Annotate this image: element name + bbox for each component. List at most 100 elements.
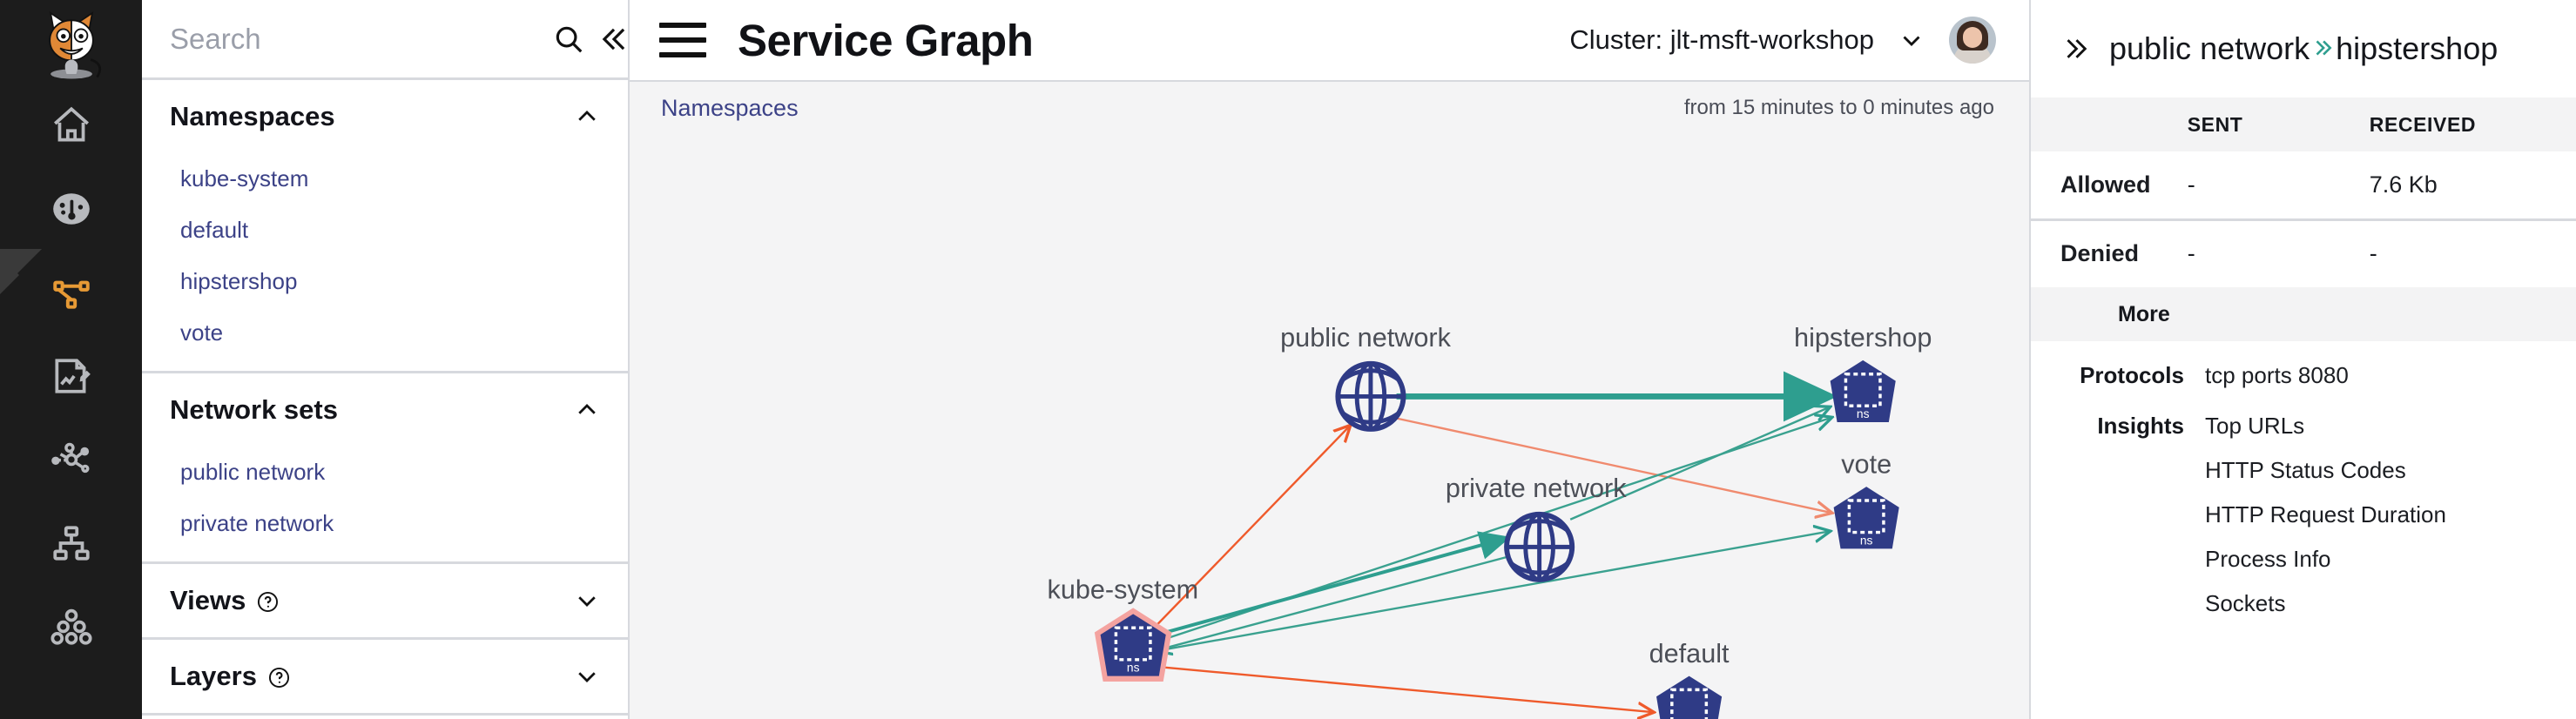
filter-panel: Namespaces kube-system default hipstersh… [142, 0, 630, 719]
search-input[interactable] [170, 22, 540, 56]
edge-kube-system-public-network [1136, 427, 1349, 647]
cell-allowed-received: 7.6 Kb [2369, 171, 2438, 198]
node-label: vote [1841, 449, 1892, 479]
section-title: Network sets [170, 394, 338, 425]
graph-nodes: public network private network kube-syst… [1048, 323, 1932, 719]
search-icon[interactable] [552, 23, 585, 56]
section-title: Namespaces [170, 101, 335, 131]
cell-denied-sent: - [2187, 240, 2195, 267]
sidebar-item-policies[interactable] [0, 334, 142, 418]
more-row-insights: Insights Top URLs HTTP Status Codes HTTP… [2031, 413, 2576, 635]
divider [142, 371, 628, 373]
node-label: public network [1280, 323, 1451, 353]
detail-source-label[interactable]: public network [2109, 30, 2310, 66]
cluster-selector-label[interactable]: Cluster: jlt-msft-workshop [1569, 24, 1874, 55]
graph-node-kube-system: kube-system [1048, 575, 1199, 682]
insight-link-process-info[interactable]: Process Info [2205, 546, 2331, 572]
list-item[interactable]: kube-system [180, 165, 309, 192]
calico-cat-logo[interactable] [31, 3, 111, 84]
policies-edit-icon [54, 359, 91, 393]
sidebar-item-cluster-mesh[interactable] [0, 585, 142, 669]
edge-private-network-hipstershop [1569, 407, 1828, 521]
sidebar-item-service-graph[interactable] [0, 249, 142, 334]
sidebar-item-home[interactable] [0, 84, 142, 167]
chevron-down-icon[interactable] [574, 663, 600, 689]
edge-public-network-vote [1394, 416, 1831, 513]
cell-allowed-sent: - [2187, 171, 2195, 198]
edge-kube-system-vote [1160, 532, 1829, 652]
more-values-insights: Top URLs HTTP Status Codes HTTP Request … [2205, 413, 2446, 635]
service-graph[interactable]: ns [630, 134, 2029, 719]
service-graph-icon [52, 280, 90, 309]
chevron-up-icon[interactable] [574, 397, 600, 423]
sidebar-item-network-nodes[interactable] [0, 418, 142, 501]
active-indicator [0, 249, 42, 291]
graph-node-vote: vote [1831, 449, 1901, 551]
hierarchy-icon [52, 526, 90, 561]
insight-link-sockets[interactable]: Sockets [2205, 590, 2286, 616]
chevron-double-left-icon[interactable] [597, 23, 631, 56]
node-label: private network [1446, 474, 1627, 503]
hamburger-menu-icon[interactable] [659, 23, 706, 57]
page-title: Service Graph [738, 15, 1034, 65]
breadcrumb[interactable]: Namespaces [661, 94, 799, 121]
edge-kube-system-default [1163, 666, 1652, 712]
more-section-body: Protocols tcp ports 8080 Insights Top UR… [2031, 341, 2576, 635]
list-item[interactable]: hipstershop [180, 268, 298, 294]
chevron-down-icon[interactable] [574, 588, 600, 614]
section-body-namespaces: kube-system default hipstershop vote [142, 153, 628, 371]
graph-canvas-wrap: Namespaces from 15 minutes to 0 minutes … [630, 80, 2029, 719]
search-row [142, 0, 628, 80]
detail-panel: public network hipstershop SENT RECEIVED [2029, 0, 2576, 719]
sidebar-item-dashboard[interactable] [0, 167, 142, 251]
header-right: Cluster: jlt-msft-workshop [1569, 17, 1996, 64]
section-title: Layers [170, 661, 291, 692]
detail-target-label[interactable]: hipstershop [2336, 30, 2498, 66]
section-title-label: Layers [170, 661, 257, 691]
avatar[interactable] [1949, 17, 1996, 64]
cluster-mesh-icon [50, 608, 92, 645]
header-left: Service Graph [659, 15, 1034, 66]
section-title-label: Views [170, 585, 246, 615]
row-label-allowed: Allowed [2060, 171, 2151, 198]
chevron-double-right-icon[interactable] [2060, 34, 2090, 64]
node-label: kube-system [1048, 575, 1199, 605]
traffic-table: SENT RECEIVED Allowed - 7.6 Kb Denied - … [2031, 97, 2576, 287]
divider [142, 637, 628, 640]
detail-header: public network hipstershop [2031, 0, 2576, 97]
primary-nav-rail [0, 0, 142, 719]
section-header-namespaces[interactable]: Namespaces [142, 80, 628, 153]
more-section-header[interactable]: More [2031, 287, 2576, 341]
divider [142, 713, 628, 716]
sidebar-item-hierarchy[interactable] [0, 501, 142, 585]
list-item[interactable]: private network [180, 510, 334, 536]
chevron-down-icon[interactable] [1897, 25, 1926, 55]
help-circle-icon[interactable] [267, 665, 291, 689]
node-label: hipstershop [1794, 323, 1932, 353]
list-item[interactable]: default [180, 217, 249, 243]
insight-link-http-request-duration[interactable]: HTTP Request Duration [2205, 501, 2446, 527]
insight-link-top-urls[interactable]: Top URLs [2205, 413, 2305, 439]
column-header-blank [2031, 97, 2188, 151]
insight-link-http-status-codes[interactable]: HTTP Status Codes [2205, 457, 2406, 483]
graph-node-default: default [1649, 639, 1730, 719]
list-item[interactable]: vote [180, 319, 224, 346]
section-body-network-sets: public network private network [142, 447, 628, 561]
cell-denied-received: - [2369, 240, 2377, 267]
list-item[interactable]: public network [180, 459, 326, 485]
time-range-label[interactable]: from 15 minutes to 0 minutes ago [1683, 96, 1994, 119]
section-header-views[interactable]: Views [142, 564, 628, 637]
table-header-row: SENT RECEIVED [2031, 97, 2576, 151]
chevron-up-icon[interactable] [574, 104, 600, 130]
chevron-double-right-separator-icon [2311, 30, 2334, 67]
help-circle-icon[interactable] [256, 589, 280, 613]
main-area: Service Graph Cluster: jlt-msft-workshop… [630, 0, 2029, 719]
section-header-layers[interactable]: Layers [142, 640, 628, 713]
home-icon [53, 106, 89, 142]
row-label-denied: Denied [2060, 240, 2140, 267]
table-row: Denied - - [2031, 219, 2576, 287]
section-header-network-sets[interactable]: Network sets [142, 373, 628, 447]
column-header-sent: SENT [2187, 97, 2370, 151]
edge-private-network-kube-system [1157, 556, 1507, 650]
